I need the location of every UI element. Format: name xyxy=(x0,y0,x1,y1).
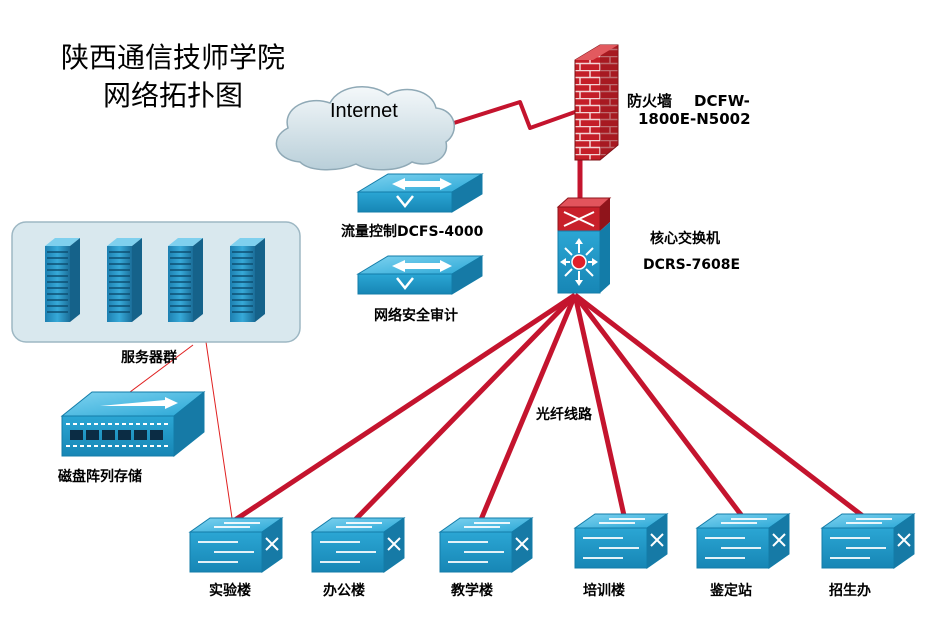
core-link-zhaosheng xyxy=(573,293,870,522)
building-label-shiyan: 实验楼 xyxy=(209,583,251,599)
links xyxy=(121,100,870,525)
disk-array-icon xyxy=(60,390,206,458)
server-icon-4 xyxy=(230,238,265,322)
core-link-shiyan xyxy=(230,292,577,525)
building-label-zhaosheng: 招生办 xyxy=(829,583,871,599)
server-group-label: 服务器群 xyxy=(121,350,177,366)
core-link-peixun xyxy=(572,294,628,521)
firewall-label: 防火墙 DCFW- xyxy=(627,90,750,111)
firewall-icon xyxy=(574,44,619,161)
core-link-jiaoxue xyxy=(477,294,578,523)
building-label-bangong: 办公楼 xyxy=(323,583,365,599)
firewall-model-line2: 1800E-N5002 xyxy=(638,110,751,128)
switch-icon-bangong xyxy=(310,517,406,573)
switch-icon-jianding xyxy=(695,513,791,569)
core-link-bangong xyxy=(351,293,577,524)
core-switch-name: 核心交换机 xyxy=(650,231,720,247)
internet-cloud xyxy=(275,85,456,171)
switch-icon-peixun xyxy=(573,513,669,569)
building-switch-icons xyxy=(188,513,916,573)
switch-icon-zhaosheng xyxy=(820,513,916,569)
server-group-panel xyxy=(11,221,301,343)
internet-firewall-link xyxy=(437,100,576,130)
firewall-name: 防火墙 xyxy=(627,92,673,110)
server-storage-link xyxy=(121,344,194,399)
server-icon-1 xyxy=(45,238,80,322)
core-switch-model: DCRS-7608E xyxy=(643,257,741,273)
switch-icon-shiyan xyxy=(188,517,284,573)
internet-label: Internet xyxy=(330,100,398,122)
firewall-model-line1: DCFW- xyxy=(694,92,750,110)
switch-icon-jiaoxue xyxy=(438,517,534,573)
building-label-peixun: 培训楼 xyxy=(583,583,625,599)
building-label-jianding: 鉴定站 xyxy=(710,583,752,599)
core-switch-icon xyxy=(556,197,612,294)
building-label-jiaoxue: 教学楼 xyxy=(451,583,493,599)
server-icon-2 xyxy=(107,238,142,322)
security-audit-device-icon xyxy=(356,255,484,295)
fiber-line-label: 光纤线路 xyxy=(536,407,592,423)
storage-label: 磁盘阵列存储 xyxy=(58,469,142,485)
core-link-jianding xyxy=(573,293,747,522)
flow-control-device-icon xyxy=(356,173,484,213)
diagram-title-line2: 网络拓扑图 xyxy=(102,79,243,112)
server-icon-3 xyxy=(168,238,203,322)
server-lab-link xyxy=(205,341,233,519)
diagram-title-line1: 陕西通信技师学院 xyxy=(60,41,285,74)
flow-control-label: 流量控制DCFS-4000 xyxy=(341,224,484,240)
security-audit-label: 网络安全审计 xyxy=(374,308,458,324)
server-icons xyxy=(45,238,265,322)
